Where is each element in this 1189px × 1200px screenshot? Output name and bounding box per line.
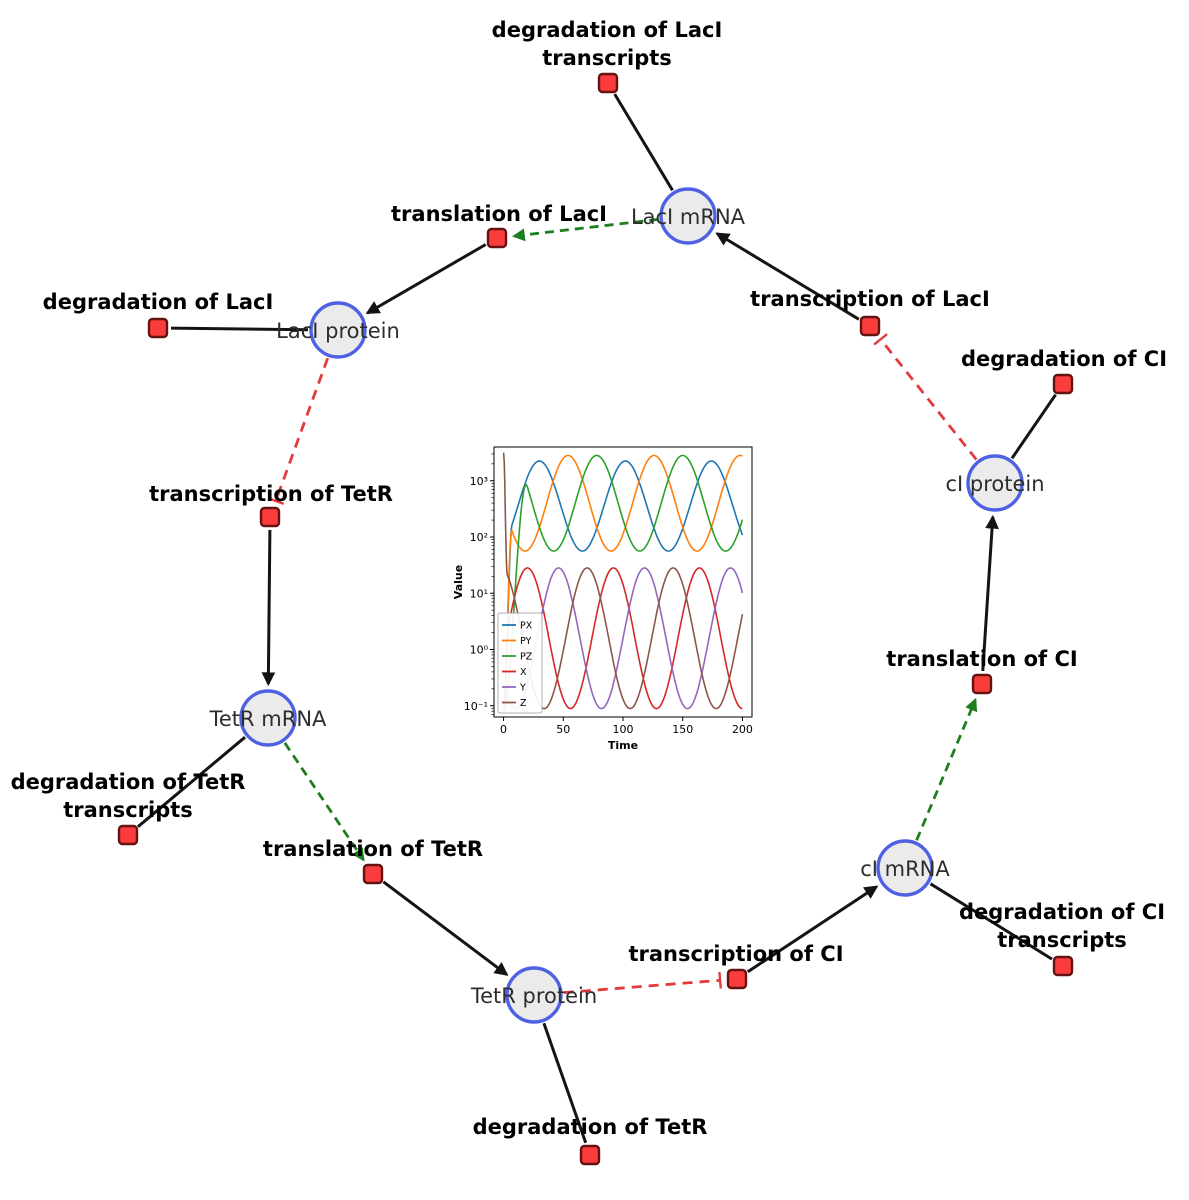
edge-production-translation_tetr-to-tetr_protein: [382, 880, 509, 976]
legend-label-PX: PX: [520, 621, 533, 632]
legend-label-PY: PY: [520, 636, 532, 647]
series-Y: [502, 567, 744, 712]
series-PZ: [503, 454, 744, 713]
species-node-laci_mrna[interactable]: [659, 187, 717, 245]
legend-label-Z: Z: [520, 698, 527, 709]
edge-consumption-laci_mrna-to-deg_laci_transcripts: [613, 93, 674, 192]
edge-consumption-tetr_protein-to-deg_tetr: [542, 1022, 588, 1144]
y-tick-label: 10²: [470, 531, 488, 544]
reaction-node-deg_ci[interactable]: [1052, 373, 1074, 395]
species-node-tetr_protein[interactable]: [505, 966, 563, 1024]
reaction-node-transcription_laci[interactable]: [859, 315, 881, 337]
x-tick-label: 100: [613, 723, 634, 736]
reaction-node-deg_laci[interactable]: [147, 317, 169, 339]
legend-label-PZ: PZ: [520, 652, 533, 663]
species-label-ci_protein: cI protein: [945, 472, 1044, 496]
edge-consumption-tetr_mrna-to-deg_tetr_transcripts: [137, 736, 246, 828]
edge-production-transcription_laci-to-laci_mrna: [715, 232, 860, 321]
edge-consumption-ci_protein-to-deg_ci: [1010, 393, 1057, 460]
y-tick-label: 10³: [470, 475, 488, 488]
reaction-label-transcription_tetr: transcription of TetR: [149, 482, 393, 506]
y-tick-label: 10⁻¹: [464, 700, 488, 713]
legend-label-Y: Y: [519, 683, 526, 694]
x-tick-label: 0: [500, 723, 507, 736]
reaction-node-translation_laci[interactable]: [486, 227, 508, 249]
species-node-ci_mrna[interactable]: [876, 839, 934, 897]
reaction-label-translation_tetr: translation of TetR: [263, 837, 483, 861]
reaction-node-deg_tetr[interactable]: [579, 1144, 601, 1166]
species-node-ci_protein[interactable]: [966, 454, 1024, 512]
edge-production-transcription_ci-to-ci_mrna: [746, 885, 879, 974]
reaction-node-deg_laci_transcripts[interactable]: [597, 72, 619, 94]
series-Z: [502, 452, 744, 710]
edge-consumption-laci_protein-to-deg_laci: [170, 326, 309, 332]
y-tick-label: 10¹: [470, 587, 488, 600]
nodes-layer: [117, 72, 1074, 1166]
edge-production-translation_laci-to-laci_protein: [365, 243, 487, 315]
species-label-laci_mrna: LacI mRNA: [631, 205, 746, 229]
y-axis-title: Value: [452, 565, 465, 599]
reaction-node-translation_tetr[interactable]: [362, 863, 384, 885]
reaction-node-deg_tetr_transcripts[interactable]: [117, 824, 139, 846]
reaction-label-translation_laci: translation of LacI: [391, 202, 607, 226]
species-node-laci_protein[interactable]: [309, 301, 367, 359]
edge-inhibition-laci_protein-to-transcription_tetr: [267, 357, 330, 505]
reaction-label-deg_ci_transcripts: transcripts: [997, 928, 1127, 952]
x-tick-label: 150: [672, 723, 693, 736]
edge-modifier-laci_mrna-to-translation_laci: [511, 218, 659, 242]
x-axis-title: Time: [608, 739, 638, 752]
reaction-label-deg_tetr: degradation of TetR: [473, 1115, 708, 1139]
edge-modifier-tetr_mrna-to-translation_tetr: [283, 742, 365, 862]
edges-layer: [137, 93, 1057, 1144]
species-label-laci_protein: LacI protein: [276, 319, 400, 343]
reaction-label-deg_laci: degradation of LacI: [43, 290, 274, 314]
species-node-tetr_mrna[interactable]: [239, 689, 297, 747]
y-tick-label: 10⁰: [470, 644, 489, 657]
species-label-ci_mrna: cI mRNA: [860, 857, 950, 881]
chart-legend: PX PY PZ XYZ: [497, 612, 543, 714]
reaction-label-deg_ci_transcripts: degradation of CI: [959, 900, 1165, 924]
species-label-tetr_protein: TetR protein: [470, 984, 597, 1008]
reaction-label-deg_laci_transcripts: transcripts: [542, 46, 672, 70]
reaction-label-deg_tetr_transcripts: degradation of TetR: [11, 770, 246, 794]
reaction-label-deg_ci: degradation of CI: [961, 347, 1167, 371]
series-PX: [502, 460, 744, 712]
x-tick-label: 200: [732, 723, 753, 736]
edge-production-transcription_tetr-to-tetr_mrna: [261, 529, 276, 687]
reaction-node-transcription_tetr[interactable]: [259, 506, 281, 528]
edge-modifier-ci_mrna-to-translation_ci: [915, 697, 978, 841]
reaction-label-deg_laci_transcripts: degradation of LacI: [492, 18, 723, 42]
x-tick-label: 50: [556, 723, 570, 736]
edge-inhibition-tetr_protein-to-transcription_ci: [563, 971, 722, 994]
reaction-label-deg_tetr_transcripts: transcripts: [63, 798, 193, 822]
edge-production-translation_ci-to-ci_protein: [981, 514, 999, 672]
edge-inhibition-ci_protein-to-transcription_laci: [873, 333, 978, 461]
chart-series-layer: [502, 452, 744, 713]
reaction-label-transcription_laci: transcription of LacI: [750, 287, 990, 311]
reaction-node-deg_ci_transcripts[interactable]: [1052, 955, 1074, 977]
species-label-tetr_mrna: TetR mRNA: [209, 707, 327, 731]
edge-consumption-ci_mrna-to-deg_ci_transcripts: [929, 882, 1053, 961]
reaction-label-transcription_ci: transcription of CI: [628, 942, 843, 966]
reaction-node-translation_ci[interactable]: [971, 673, 993, 695]
reaction-label-translation_ci: translation of CI: [886, 647, 1077, 671]
series-PY: [502, 454, 743, 712]
legend-label-X: X: [520, 667, 527, 678]
reaction-node-transcription_ci[interactable]: [726, 968, 748, 990]
